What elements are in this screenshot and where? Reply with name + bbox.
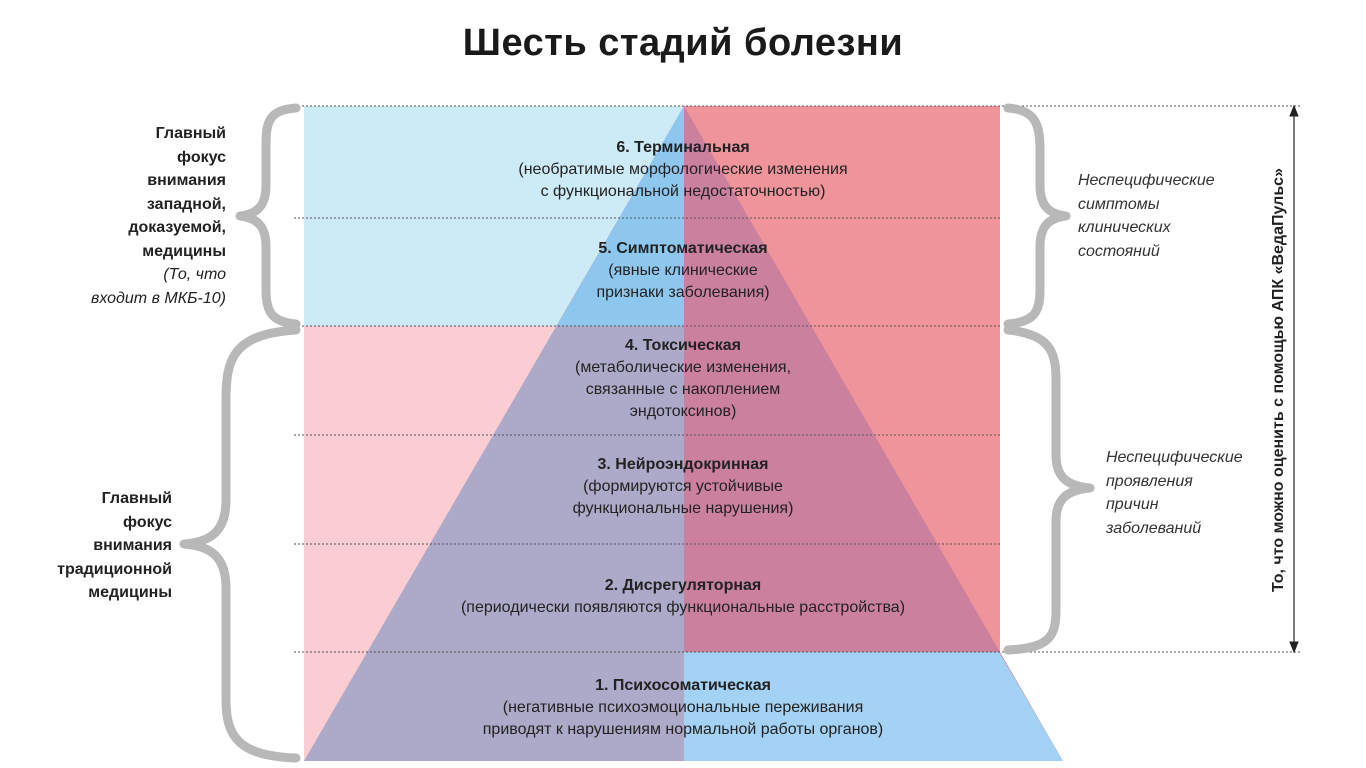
left-upper-line-4: западной, [146, 195, 226, 213]
left-upper-line-2: фокус [177, 148, 226, 166]
left-upper-note-1: (То, что [163, 266, 226, 283]
stage-2: 2. Дисрегуляторная (периодически появляю… [400, 575, 966, 619]
stage-4: 4. Токсическая (метаболические изменения… [400, 335, 966, 423]
left-upper-label: Главный фокус внимания западной, доказуе… [91, 122, 226, 310]
stage-6-desc-line-2: с функциональной недостаточностью) [540, 183, 826, 200]
right-lower-label: Неспецифические проявления причин заболе… [1106, 446, 1243, 540]
left-upper-line-5: доказуемой, [128, 219, 226, 236]
stage-4-desc-line-2: связанные с накоплением [585, 381, 781, 398]
stage-5-title: 5. Симптоматическая [598, 240, 768, 257]
page-title: Шесть стадий болезни [462, 22, 904, 64]
stage-2-title: 2. Дисрегуляторная [604, 577, 762, 594]
left-lower-line-4: традиционной [57, 560, 172, 578]
pyramid-bottom-right [684, 652, 1063, 761]
stage-3-title: 3. Нейроэндокринная [597, 456, 769, 473]
left-upper-note-2: входит в МКБ-10) [90, 289, 226, 307]
right-lower-line-1: Неспецифические [1106, 449, 1243, 466]
left-lower-label: Главный фокус внимания традиционной меди… [57, 487, 172, 605]
right-lower-line-4: заболеваний [1106, 519, 1202, 537]
right-lower-line-2: проявления [1106, 472, 1193, 490]
stage-4-desc-line-1: (метаболические изменения, [574, 359, 792, 376]
left-upper-brace [235, 103, 301, 329]
left-lower-line-5: медицины [88, 584, 172, 601]
right-upper-line-1: Неспецифические [1078, 172, 1215, 189]
stage-3-desc-line-1: (формируются устойчивые [583, 478, 783, 495]
left-upper-line-6: медицины [142, 242, 226, 260]
left-lower-line-3: внимания [93, 537, 172, 554]
measure-arrow [1289, 104, 1299, 654]
stage-3: 3. Нейроэндокринная (формируются устойчи… [400, 454, 966, 520]
right-upper-line-3: клинических [1078, 219, 1171, 236]
pyramid-left-half [304, 106, 684, 761]
right-upper-line-2: симптомы [1078, 195, 1160, 213]
left-lower-brace [179, 325, 301, 763]
stage-5-desc-line-1: (явные клинические [608, 262, 758, 279]
stage-1-desc-line-2: приводят к нарушениям нормальной работы … [482, 721, 884, 738]
stage-separators [294, 105, 1300, 653]
right-upper-brace [1003, 103, 1071, 329]
stage-6-desc-line-1: (необратимые морфологические изменения [518, 161, 848, 178]
stage-5: 5. Симптоматическая (явные клинические п… [400, 238, 966, 304]
left-lower-line-1: Главный [101, 490, 172, 507]
stage-4-title: 4. Токсическая [625, 337, 741, 354]
vertical-label: То, что можно оценить с помощью АПК «Вед… [1270, 168, 1287, 592]
stage-1-title: 1. Психосоматическая [595, 677, 771, 694]
left-upper-line-1: Главный [155, 125, 226, 142]
stage-5-desc-line-2: признаки заболевания) [596, 284, 770, 301]
pyramid-right-half [684, 106, 1063, 761]
right-upper-line-4: состояний [1078, 242, 1160, 260]
left-lower-line-2: фокус [123, 513, 172, 531]
left-upper-line-3: внимания [147, 172, 226, 189]
right-lower-brace [1003, 325, 1095, 655]
stage-6: 6. Терминальная (необратимые морфологиче… [400, 137, 966, 203]
stage-2-desc-line-1: (периодически появляются функциональные … [460, 599, 906, 616]
stage-1-desc-line-1: (негативные психоэмоциональные переживан… [502, 699, 864, 716]
right-lower-line-3: причин [1106, 496, 1159, 513]
stage-6-title: 6. Терминальная [616, 139, 750, 156]
stage-1: 1. Психосоматическая (негативные психоэм… [400, 675, 966, 741]
stage-3-desc-line-2: функциональные нарушения) [572, 500, 794, 517]
right-upper-label: Неспецифические симптомы клинических сос… [1078, 169, 1215, 263]
pyramid-top-left [557, 106, 684, 326]
stage-4-desc-line-3: эндотоксинов) [629, 403, 737, 420]
